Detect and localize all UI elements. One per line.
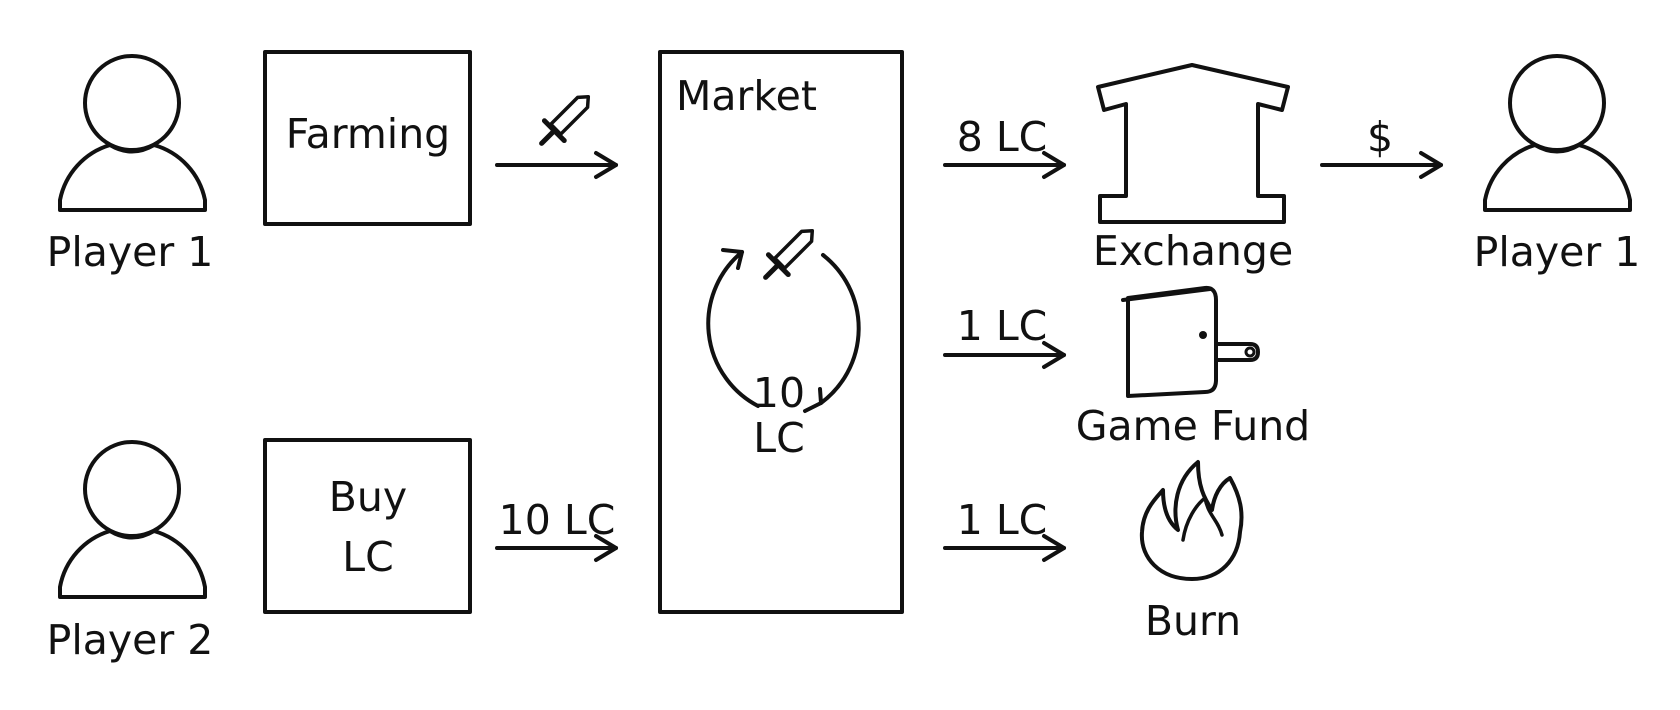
cycle-arrow-icon — [706, 248, 861, 413]
game-fund: Game Fund — [1076, 285, 1310, 450]
game-fund-label: Game Fund — [1076, 402, 1310, 450]
buy-to-market-flow: 10 LC — [495, 496, 618, 562]
sword-icon — [539, 94, 591, 146]
person-icon — [58, 440, 207, 599]
buy-lc-label-line1: Buy — [329, 473, 407, 521]
player-1-left: Player 1 — [47, 54, 214, 276]
buy-lc-box: Buy LC — [263, 438, 472, 614]
exchange-to-player-flow: $ — [1320, 113, 1443, 179]
cycle-amount-line2: LC — [753, 414, 804, 462]
market-to-exchange-flow: 8 LC — [943, 113, 1066, 179]
market-to-exchange-amount: 8 LC — [957, 113, 1048, 161]
farming-label: Farming — [286, 110, 450, 158]
market-label: Market — [676, 72, 817, 120]
exchange: Exchange — [1093, 63, 1293, 275]
player-1-right: Player 1 — [1474, 54, 1641, 276]
player-2: Player 2 — [47, 440, 214, 664]
arrow-icon — [943, 534, 1066, 562]
farming-box: Farming — [263, 50, 472, 226]
exchange-building-icon — [1096, 63, 1290, 224]
person-icon — [1483, 54, 1632, 212]
market-box: Market 10 LC — [658, 50, 904, 614]
arrow-icon — [943, 341, 1066, 369]
market-to-burn-amount: 1 LC — [957, 496, 1048, 544]
cycle-amount-line1: 10 — [753, 369, 805, 417]
arrow-icon — [1320, 151, 1443, 179]
market-to-fund-amount: 1 LC — [957, 302, 1048, 350]
sword-icon — [763, 228, 815, 280]
market-to-burn-flow: 1 LC — [943, 496, 1066, 562]
wallet-icon — [1121, 285, 1260, 398]
burn: Burn — [1139, 460, 1244, 645]
fire-icon — [1139, 460, 1244, 581]
person-icon — [58, 54, 207, 212]
exchange-to-player-amount: $ — [1367, 113, 1393, 161]
player-1-left-label: Player 1 — [47, 228, 214, 276]
arrow-icon — [495, 151, 618, 179]
player-1-right-label: Player 1 — [1474, 228, 1641, 276]
wallet-dot — [1199, 331, 1207, 339]
exchange-label: Exchange — [1093, 227, 1293, 275]
arrow-icon — [495, 534, 618, 562]
farming-to-market-flow — [495, 94, 618, 179]
arrow-icon — [943, 151, 1066, 179]
buy-lc-label-line2: LC — [342, 533, 393, 581]
player-2-label: Player 2 — [47, 616, 214, 664]
market-to-fund-flow: 1 LC — [943, 302, 1066, 369]
burn-label: Burn — [1145, 597, 1241, 645]
